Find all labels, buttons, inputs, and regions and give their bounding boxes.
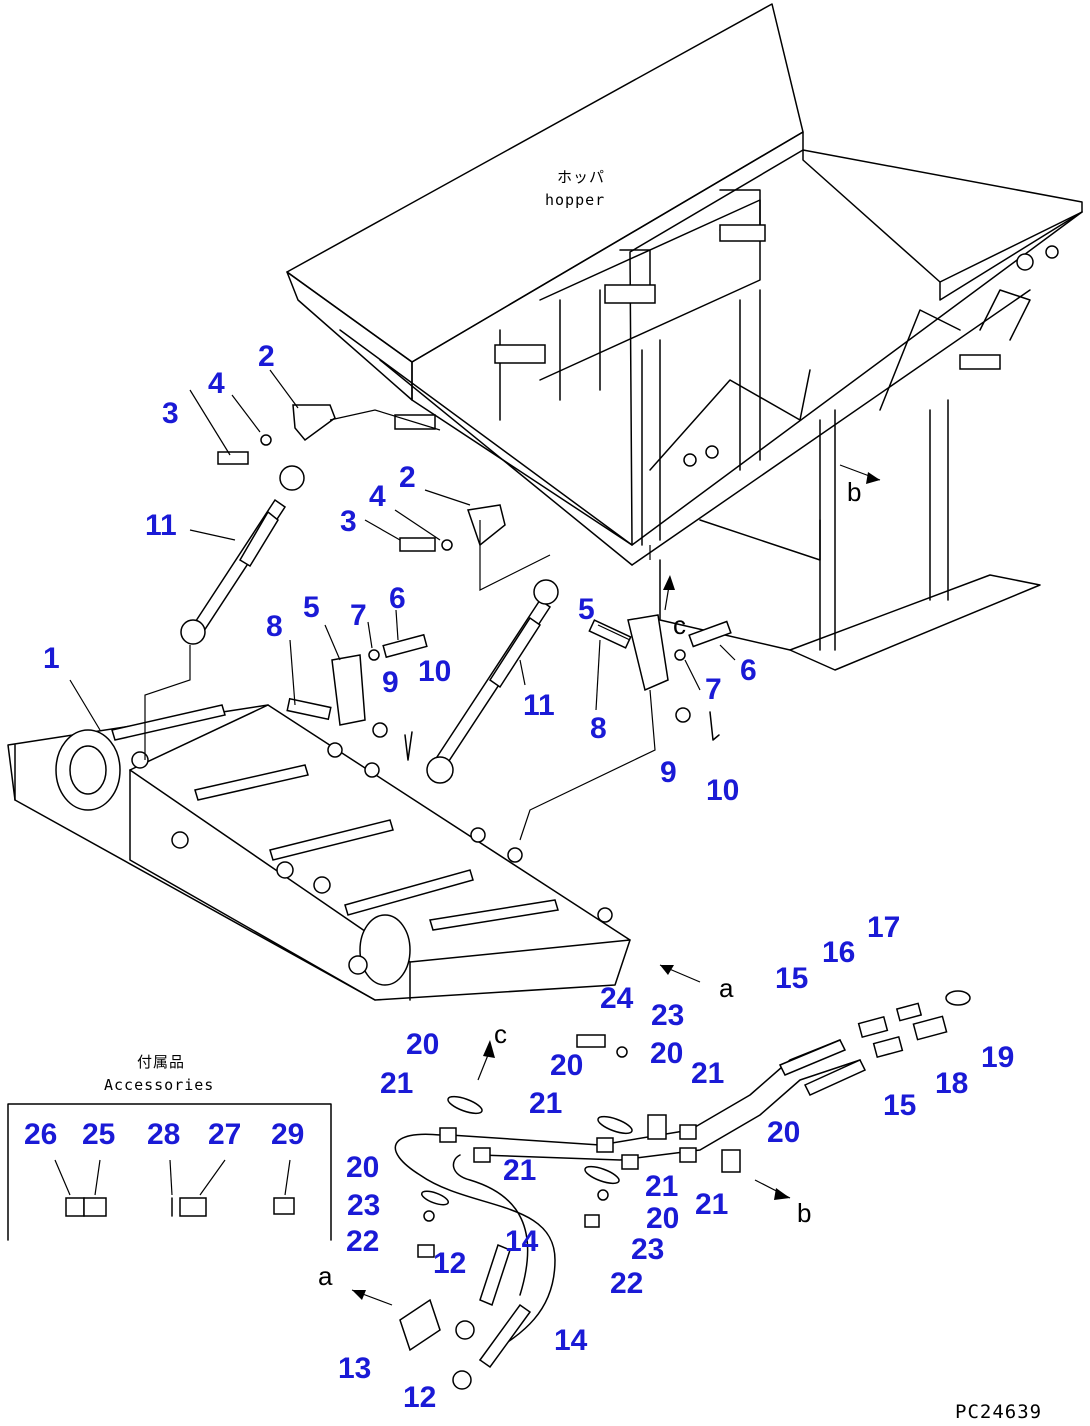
callout-24: 24 [600, 982, 634, 1015]
callout-14: 14 [505, 1225, 539, 1258]
hydraulic-hoses [394, 990, 971, 1390]
callout-5: 5 [578, 593, 595, 626]
callout-14: 14 [554, 1324, 588, 1357]
hopper-label-jp: ホッパ [557, 168, 605, 186]
callout-21: 21 [695, 1188, 728, 1221]
callout-21: 21 [529, 1087, 562, 1120]
ref-b-bottom: b [797, 1198, 811, 1228]
washer-4-center [441, 539, 453, 551]
washer-7-left [368, 649, 380, 661]
callout-20: 20 [646, 1202, 679, 1235]
leader-lines [69, 369, 736, 841]
washer-9-left [372, 722, 388, 738]
conveyor-frame [7, 704, 631, 1001]
washer-7-right [674, 649, 686, 661]
bracket-2-left [292, 404, 336, 442]
washer-4-left [260, 434, 272, 446]
bolt-3-left [217, 451, 249, 465]
bolt-6-right [688, 620, 732, 648]
callout-23: 23 [651, 999, 684, 1032]
callout-21: 21 [503, 1154, 536, 1187]
callout-20: 20 [767, 1116, 800, 1149]
callout-numbers: 1 2 2 3 3 4 4 5 5 6 6 7 7 8 8 9 9 10 10 … [24, 340, 1014, 1414]
callout-9: 9 [660, 756, 677, 789]
ref-c-bottom: c [494, 1019, 507, 1049]
callout-29: 29 [271, 1118, 304, 1151]
document-id: PC24639 [955, 1401, 1042, 1423]
callout-3: 3 [340, 505, 357, 538]
callout-9: 9 [382, 666, 399, 699]
callout-25: 25 [82, 1118, 115, 1151]
callout-11: 11 [523, 689, 555, 722]
bracket-2-center [467, 504, 506, 547]
bracket-5-left [331, 654, 366, 726]
callout-12: 12 [403, 1381, 436, 1414]
callout-7: 7 [705, 673, 722, 706]
cotter-10-left [404, 731, 413, 761]
callout-17: 17 [867, 911, 900, 944]
callout-2: 2 [258, 340, 275, 373]
callout-8: 8 [266, 610, 283, 643]
callout-21: 21 [380, 1067, 413, 1100]
callout-11: 11 [145, 509, 177, 542]
callout-21: 21 [691, 1057, 724, 1090]
accessories-label-en: Accessories [104, 1076, 214, 1094]
reference-arrows: a b c c b a [318, 464, 881, 1306]
callout-10: 10 [706, 774, 739, 807]
callout-15: 15 [883, 1089, 916, 1122]
callout-19: 19 [981, 1041, 1014, 1074]
callout-4: 4 [208, 367, 225, 400]
ref-a-top: a [719, 973, 734, 1003]
callout-7: 7 [350, 599, 367, 632]
callout-20: 20 [550, 1049, 583, 1082]
accessories-box: 付属品 Accessories [7, 1053, 332, 1241]
callout-10: 10 [418, 655, 451, 688]
callout-27: 27 [208, 1118, 241, 1151]
pin-8-left [286, 697, 332, 721]
callout-5: 5 [303, 591, 320, 624]
callout-2: 2 [399, 461, 416, 494]
callout-23: 23 [347, 1189, 380, 1222]
callout-8: 8 [590, 712, 607, 745]
pin-8-right [588, 619, 632, 649]
callout-26: 26 [24, 1118, 57, 1151]
ref-b-top: b [847, 477, 861, 507]
cotter-10-right [709, 711, 720, 741]
callout-28: 28 [147, 1118, 180, 1151]
ref-c-top: c [673, 610, 686, 640]
callout-3: 3 [162, 397, 179, 430]
bolt-6-left [382, 633, 428, 659]
hopper-label-en: hopper [545, 191, 605, 209]
callout-1: 1 [43, 642, 60, 675]
bracket-5-right [627, 614, 669, 692]
callout-23: 23 [631, 1233, 664, 1266]
callout-12: 12 [433, 1247, 466, 1280]
callout-6: 6 [389, 582, 406, 615]
callout-22: 22 [610, 1267, 643, 1300]
hopper-assembly: ホッパ hopper [286, 3, 1083, 671]
callout-20: 20 [650, 1037, 683, 1070]
cylinder-right [426, 579, 559, 784]
accessories-label-jp: 付属品 [137, 1053, 185, 1071]
callout-15: 15 [775, 962, 808, 995]
callout-22: 22 [346, 1225, 379, 1258]
callout-21: 21 [645, 1170, 678, 1203]
washer-9-right [675, 707, 691, 723]
callout-20: 20 [406, 1028, 439, 1061]
callout-13: 13 [338, 1352, 371, 1385]
callout-16: 16 [822, 936, 855, 969]
bolt-3-center [399, 537, 436, 552]
callout-20: 20 [346, 1151, 379, 1184]
callout-4: 4 [369, 480, 386, 513]
callout-18: 18 [935, 1067, 968, 1100]
ref-a-bottom: a [318, 1261, 333, 1291]
callout-6: 6 [740, 654, 757, 687]
cylinder-left [180, 465, 305, 645]
